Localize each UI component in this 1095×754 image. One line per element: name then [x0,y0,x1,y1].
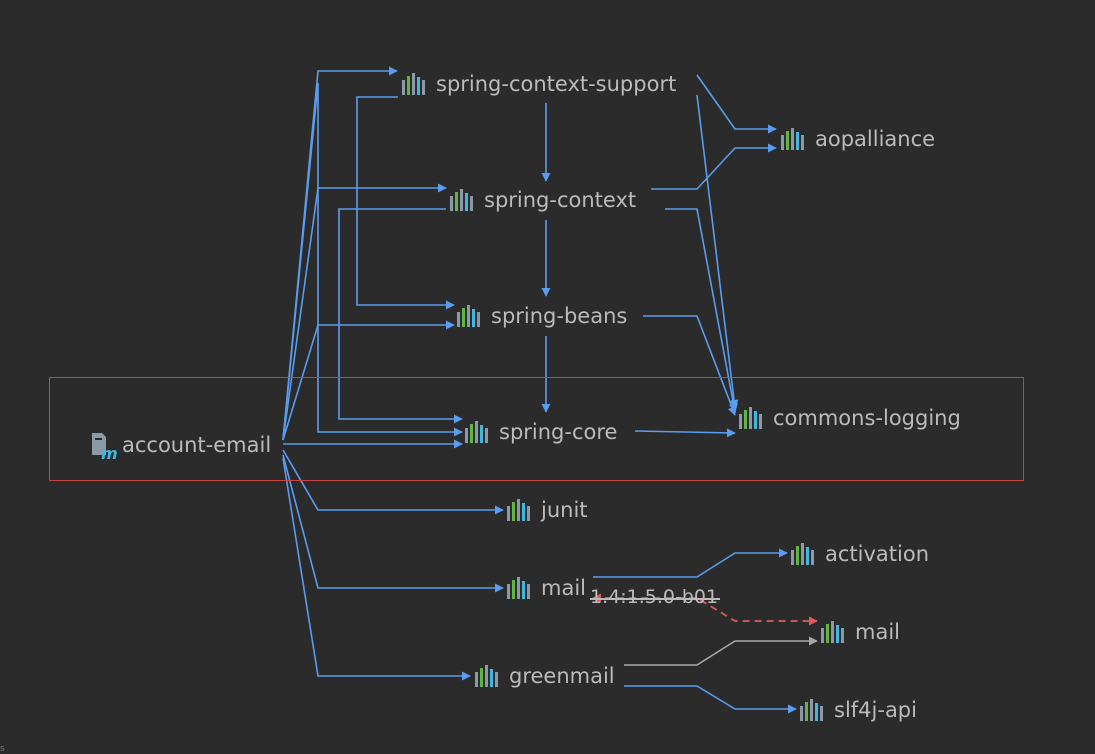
edge-account-email-to-spring-core-b [282,82,463,441]
edge-greenmail-to-mail-omitted [624,636,818,666]
node-label: spring-context [484,188,637,212]
edge-account-email-to-mail [282,454,504,593]
library-bars-icon [800,699,823,721]
node-activation[interactable]: activation [790,542,929,566]
maven-module-icon: m [92,433,118,459]
selection-highlight-box [49,377,1024,481]
node-label: account-email [122,433,272,457]
edge-scs-to-commons-logging [696,94,739,409]
edge-scs-to-aopalliance [696,74,777,134]
edge-spring-context-to-aopalliance [651,143,777,190]
node-account-email[interactable]: m account-email [90,431,271,459]
node-spring-context[interactable]: spring-context [449,188,636,212]
edge-account-email-to-greenmail [282,457,471,681]
edge-spring-core-to-commons-logging [634,428,736,438]
svg-text:m: m [101,444,118,459]
node-label: spring-beans [491,304,628,328]
node-label: slf4j-api [834,698,917,722]
node-mail-managed[interactable]: mail [820,620,900,644]
library-bars-icon [791,543,814,565]
conflict-version-label: 1.4:1.5.0-b01 [590,586,719,608]
library-bars-icon [821,621,844,643]
library-bars-icon [402,73,425,95]
edge-account-email-to-junit [282,449,504,515]
node-label: aopalliance [815,127,936,151]
node-label: spring-context-support [436,72,677,96]
node-spring-core[interactable]: spring-core [464,420,617,444]
library-bars-icon [457,305,480,327]
edge-spring-beans-to-commons-logging [643,315,737,416]
edge-scs-to-spring-beans [356,96,455,310]
node-label: activation [825,542,930,566]
edge-mail-to-activation [593,548,788,578]
library-bars-icon [475,665,498,687]
node-mail-direct[interactable]: mail [506,576,586,600]
node-label: commons-logging [773,406,961,430]
node-spring-beans[interactable]: spring-beans [456,304,627,328]
node-label: spring-core [499,420,618,444]
edge-spring-context-to-spring-core [338,208,463,424]
library-bars-icon [507,577,530,599]
node-label: greenmail [509,664,615,688]
node-greenmail[interactable]: greenmail [474,664,615,688]
edge-spring-context-to-commons-logging [665,208,738,413]
node-aopalliance[interactable]: aopalliance [780,127,935,151]
node-label: mail [855,620,900,644]
library-bars-icon [450,189,473,211]
library-bars-icon [781,128,804,150]
node-spring-context-support[interactable]: spring-context-support [401,72,676,96]
library-bars-icon [465,421,488,443]
node-slf4j-api[interactable]: slf4j-api [799,698,917,722]
node-junit[interactable]: junit [506,498,588,522]
node-commons-logging[interactable]: commons-logging [738,406,961,430]
node-label: junit [541,498,588,522]
corner-text: s [0,744,5,754]
node-label: mail [541,576,586,600]
library-bars-icon [507,499,530,521]
conflict-strikethrough [590,598,720,600]
edge-greenmail-to-slf4j-api [624,685,797,714]
library-bars-icon [739,407,762,429]
